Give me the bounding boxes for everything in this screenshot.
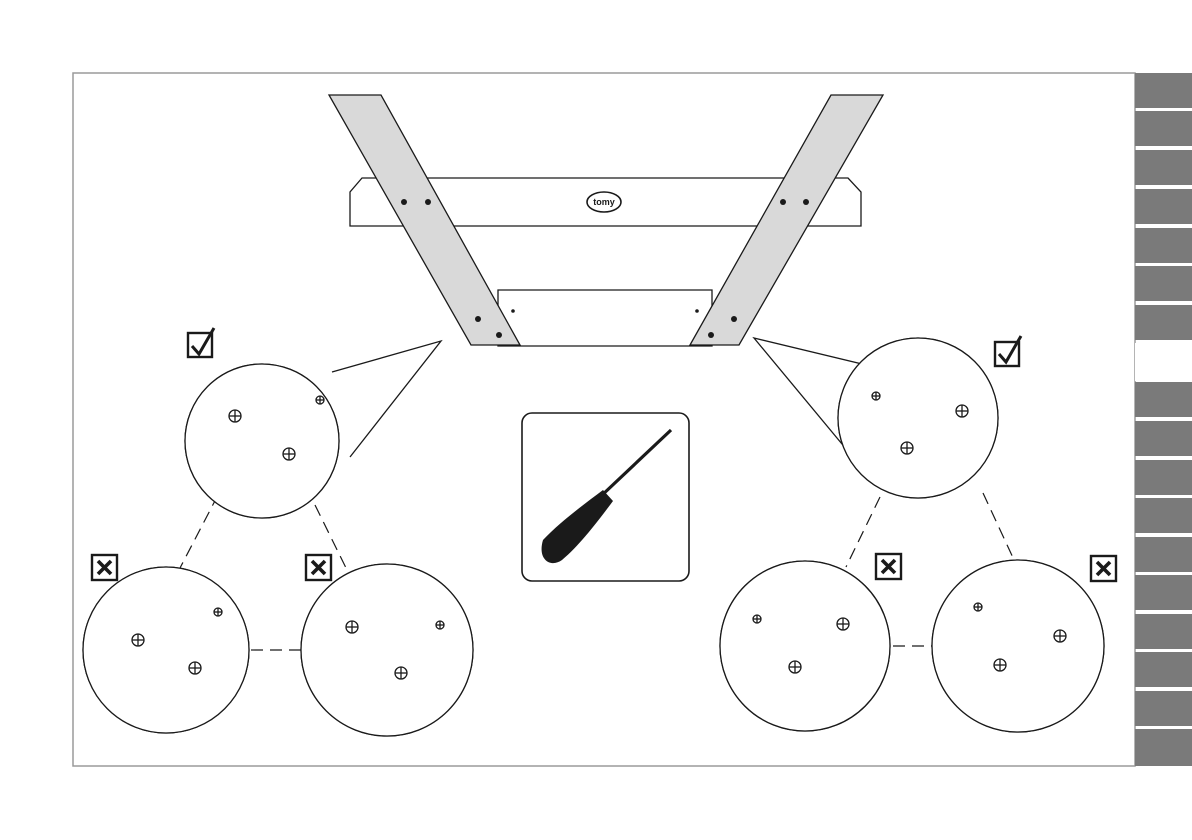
dashed-connector <box>983 493 1015 562</box>
screw-hole <box>708 332 714 338</box>
chapter-tab[interactable] <box>1135 498 1192 533</box>
screw-hole <box>780 199 786 205</box>
chapter-tab[interactable] <box>1135 382 1192 417</box>
dashed-connector <box>180 495 218 568</box>
x-box-icon <box>876 554 901 579</box>
checkmark-box-icon <box>995 336 1021 366</box>
chapter-tab[interactable] <box>1135 460 1192 495</box>
detail-incorrect <box>720 554 901 731</box>
chapter-tab[interactable] <box>1135 305 1192 340</box>
chapter-tab[interactable] <box>1135 150 1192 185</box>
screw-hole <box>695 309 699 313</box>
checkmark-box-icon <box>188 328 214 357</box>
brand-logo-text: tomy <box>593 197 615 207</box>
screw-hole <box>475 316 481 322</box>
brand-logo: tomy <box>587 192 621 212</box>
chapter-tab[interactable] <box>1135 111 1192 146</box>
x-box-icon <box>92 555 117 580</box>
chapter-tab[interactable] <box>1135 266 1192 301</box>
screw-hole <box>511 309 515 313</box>
x-box-icon <box>306 555 331 580</box>
detail-incorrect <box>930 556 1120 732</box>
screw-hole <box>496 332 502 338</box>
left-leg <box>329 95 520 345</box>
chapter-tab[interactable] <box>1135 652 1192 687</box>
chapter-tabs <box>1135 73 1192 766</box>
right-leg <box>690 95 883 345</box>
detail-incorrect <box>70 555 250 733</box>
lower-crossbar <box>498 290 712 346</box>
chapter-tab[interactable] <box>1135 537 1192 572</box>
left-detail-group <box>70 328 473 736</box>
chapter-tab[interactable] <box>1135 729 1192 766</box>
chapter-tab[interactable] <box>1135 228 1192 263</box>
screw-hole <box>425 199 431 205</box>
chapter-tab[interactable] <box>1135 189 1192 224</box>
chapter-tab-active[interactable] <box>1135 343 1192 381</box>
seat-frame-assembly: tomy <box>329 95 883 346</box>
chapter-tab[interactable] <box>1135 575 1192 610</box>
screw-hole <box>401 199 407 205</box>
chapter-tab[interactable] <box>1135 73 1192 108</box>
callout-leader <box>332 341 441 457</box>
detail-correct <box>150 328 340 518</box>
detail-correct <box>838 336 1021 498</box>
chapter-tab[interactable] <box>1135 614 1192 649</box>
screw-hole <box>731 316 737 322</box>
x-box-icon <box>1091 556 1116 581</box>
tool-panel <box>522 413 689 581</box>
chapter-tab[interactable] <box>1135 421 1192 456</box>
right-detail-group <box>720 336 1120 732</box>
screw-hole <box>803 199 809 205</box>
detail-incorrect <box>290 555 473 736</box>
chapter-tab[interactable] <box>1135 691 1192 726</box>
